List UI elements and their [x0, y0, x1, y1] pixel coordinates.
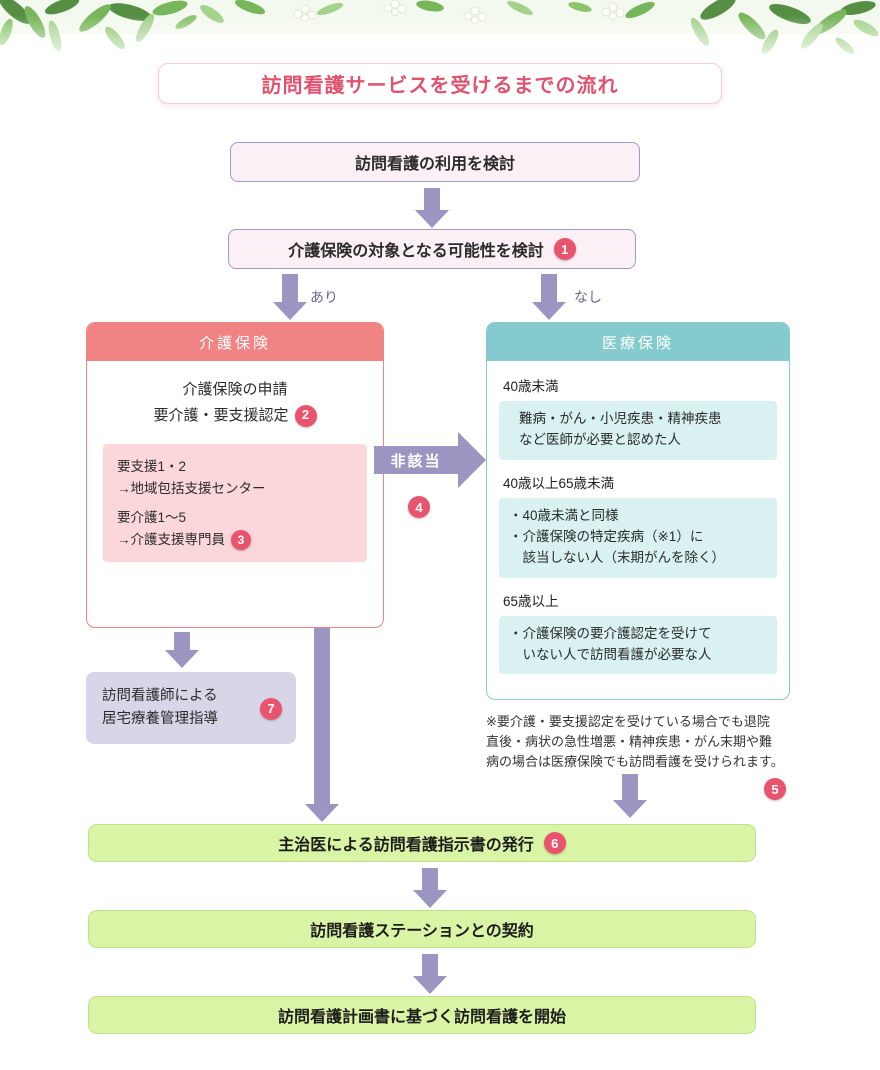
badge-2: 2: [294, 404, 317, 427]
not-applicable-label: 非該当: [390, 452, 442, 470]
iryo-panel-body: 40歳未満 難病・がん・小児疾患・精神疾患 など医師が必要と認めた人 40歳以上…: [487, 361, 789, 675]
medical-insurance-panel: 医療保険 40歳未満 難病・がん・小児疾患・精神疾患 など医師が必要と認めた人 …: [486, 322, 790, 700]
arrow-down-icon: [165, 632, 199, 668]
station-contract-label: 訪問看護ステーションとの契約: [310, 923, 534, 940]
iryo-panel-header: 医療保険: [487, 323, 789, 361]
doctor-instruction-bar: 主治医による訪問看護指示書の発行 6: [88, 824, 756, 862]
kaigo-level-line: 要介護1〜5: [117, 510, 187, 526]
badge-7: 7: [260, 698, 282, 720]
step-kaigo-eligibility-label: 介護保険の対象となる可能性を検討: [288, 243, 544, 260]
page-title-text: 訪問看護サービスを受けるまでの流れ: [261, 75, 619, 97]
doctor-instruction-label: 主治医による訪問看護指示書の発行: [278, 837, 534, 854]
not-applicable-arrow-icon: 非該当: [374, 432, 486, 488]
start-nursing-bar: 訪問看護計画書に基づく訪問看護を開始: [88, 996, 756, 1034]
arrow-down-icon: [613, 774, 647, 818]
arrow-head: [415, 210, 449, 228]
iryo-section-box: ・介護保険の要介護認定を受けて いない人で訪問看護が必要な人: [499, 615, 777, 675]
badge-1: 1: [553, 238, 576, 260]
branch-no-label: なし: [574, 289, 602, 305]
branch-arrow-no-icon: [532, 274, 566, 320]
arrow-shaft: [424, 188, 440, 210]
page-title: 訪問看護サービスを受けるまでの流れ: [158, 63, 722, 104]
home-care-guidance-line: 居宅療養管理指導: [102, 711, 218, 728]
branch-yes-label: あり: [310, 289, 338, 305]
step-kaigo-eligibility-box: 介護保険の対象となる可能性を検討 1: [228, 229, 636, 269]
arrow-down-icon: [413, 868, 447, 908]
badge-6: 6: [543, 832, 566, 854]
decorative-leaves-icon: [0, 0, 880, 72]
badge-4: 4: [408, 496, 430, 518]
step-consider-use-label: 訪問看護の利用を検討: [354, 156, 515, 173]
badge-5: 5: [764, 778, 786, 800]
iryo-section-heading: 65歳以上: [503, 593, 559, 609]
home-care-guidance-line: 訪問看護師による: [102, 688, 218, 704]
step-consider-use-box: 訪問看護の利用を検討: [230, 142, 640, 182]
kaigo-level-line: →地域包括支援センター: [117, 480, 266, 496]
badge-3: 3: [231, 530, 251, 551]
iryo-section-box: ・40歳未満と同様 ・介護保険の特定疾病（※1）に 該当しない人（末期がんを除く…: [499, 497, 777, 578]
iryo-section-box: 難病・がん・小児疾患・精神疾患 など医師が必要と認めた人: [499, 401, 777, 460]
medical-insurance-note: ※要介護・要支援認定を受けている場合でも退院 直後・病状の急性増悪・精神疾患・が…: [486, 714, 784, 770]
kaigo-level-line: 要支援1・2: [117, 459, 187, 474]
iryo-section-heading: 40歳以上65歳未満: [503, 475, 615, 491]
station-contract-bar: 訪問看護ステーションとの契約: [88, 910, 756, 948]
arrow-down-icon: [413, 954, 447, 994]
kaigo-panel-header: 介護保険: [87, 323, 383, 361]
long-arrow-down-icon: [305, 628, 339, 822]
arrow-down-icon: [415, 188, 449, 228]
home-care-guidance-box: 訪問看護師による 居宅療養管理指導 7: [86, 672, 296, 744]
start-nursing-label: 訪問看護計画書に基づく訪問看護を開始: [277, 1009, 566, 1026]
branch-arrow-yes-icon: [273, 274, 307, 320]
iryo-section-heading: 40歳未満: [503, 379, 559, 394]
